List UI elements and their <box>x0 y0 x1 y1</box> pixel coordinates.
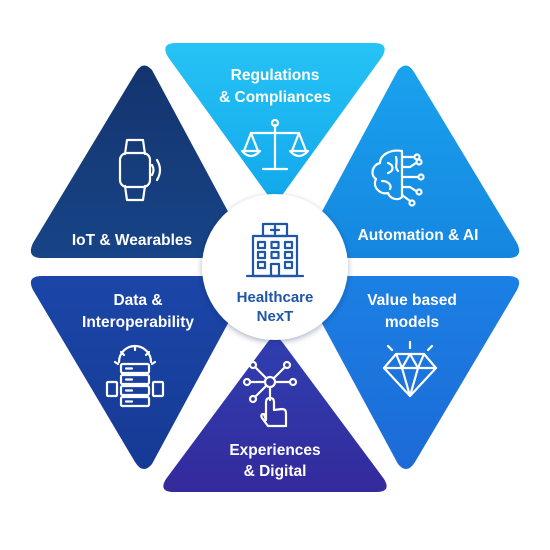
segment-regulations-shape <box>165 43 385 200</box>
hospital-icon <box>245 222 305 278</box>
smartwatch-icon <box>118 138 162 202</box>
segment-experiences: Experiences & Digital <box>163 337 387 492</box>
segment-value-shape <box>302 276 520 470</box>
regulations-label-line2: & Compliances <box>219 89 331 106</box>
data-label-line1: Data & <box>113 292 162 309</box>
experiences-label-line1: Experiences <box>229 442 320 459</box>
segment-value: Value based models <box>302 276 520 470</box>
diamond-icon <box>382 340 438 398</box>
segment-data: Data & Interoperability <box>30 276 248 470</box>
value-label-line2: models <box>385 314 439 331</box>
center-label-line1: Healthcare <box>237 289 314 306</box>
center-circle <box>202 194 348 340</box>
touch-network-icon <box>242 360 298 428</box>
brain-circuit-icon <box>371 149 425 207</box>
regulations-label-line1: Regulations <box>231 67 320 84</box>
data-label-line2: Interoperability <box>82 314 194 331</box>
segment-experiences-shape <box>163 337 387 492</box>
center-label-line2: NexT <box>257 308 294 325</box>
scales-icon <box>240 118 310 171</box>
value-label-line1: Value based <box>367 292 457 309</box>
iot-label: IoT & Wearables <box>72 232 192 249</box>
automation-label: Automation & AI <box>358 227 479 244</box>
segment-iot: IoT & Wearables <box>30 65 248 258</box>
segment-regulations: Regulations & Compliances <box>165 43 385 200</box>
segment-automation: Automation & AI <box>302 65 520 258</box>
segment-iot-shape <box>30 65 248 258</box>
segment-automation-shape <box>302 65 520 258</box>
center-hub: Healthcare NexT <box>202 194 348 340</box>
server-gear-icon <box>105 344 165 408</box>
experiences-label-line2: & Digital <box>244 463 307 480</box>
